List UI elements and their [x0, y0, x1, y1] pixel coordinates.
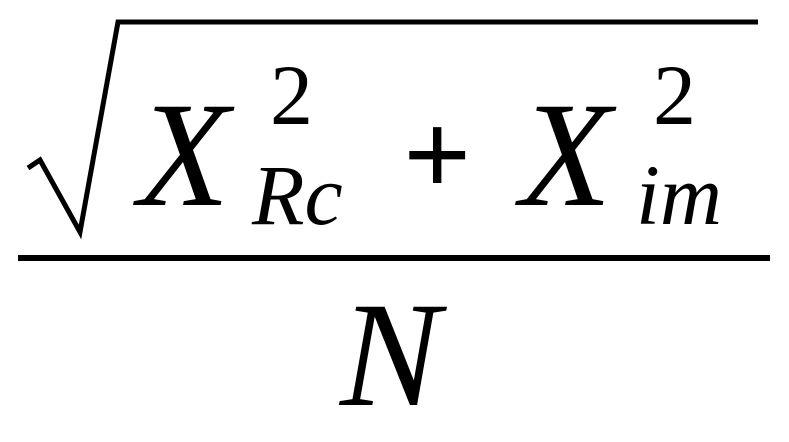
term1-subscript: Rc: [252, 147, 343, 243]
term2-subscript: im: [636, 147, 722, 243]
term2-superscript: 2: [653, 47, 696, 143]
denominator: N: [340, 272, 441, 438]
radical-sign: [26, 19, 758, 240]
term2-base: X: [520, 72, 612, 238]
term1-superscript: 2: [270, 47, 313, 143]
term1-base: X: [138, 72, 230, 238]
plus-operator: +: [403, 88, 472, 221]
